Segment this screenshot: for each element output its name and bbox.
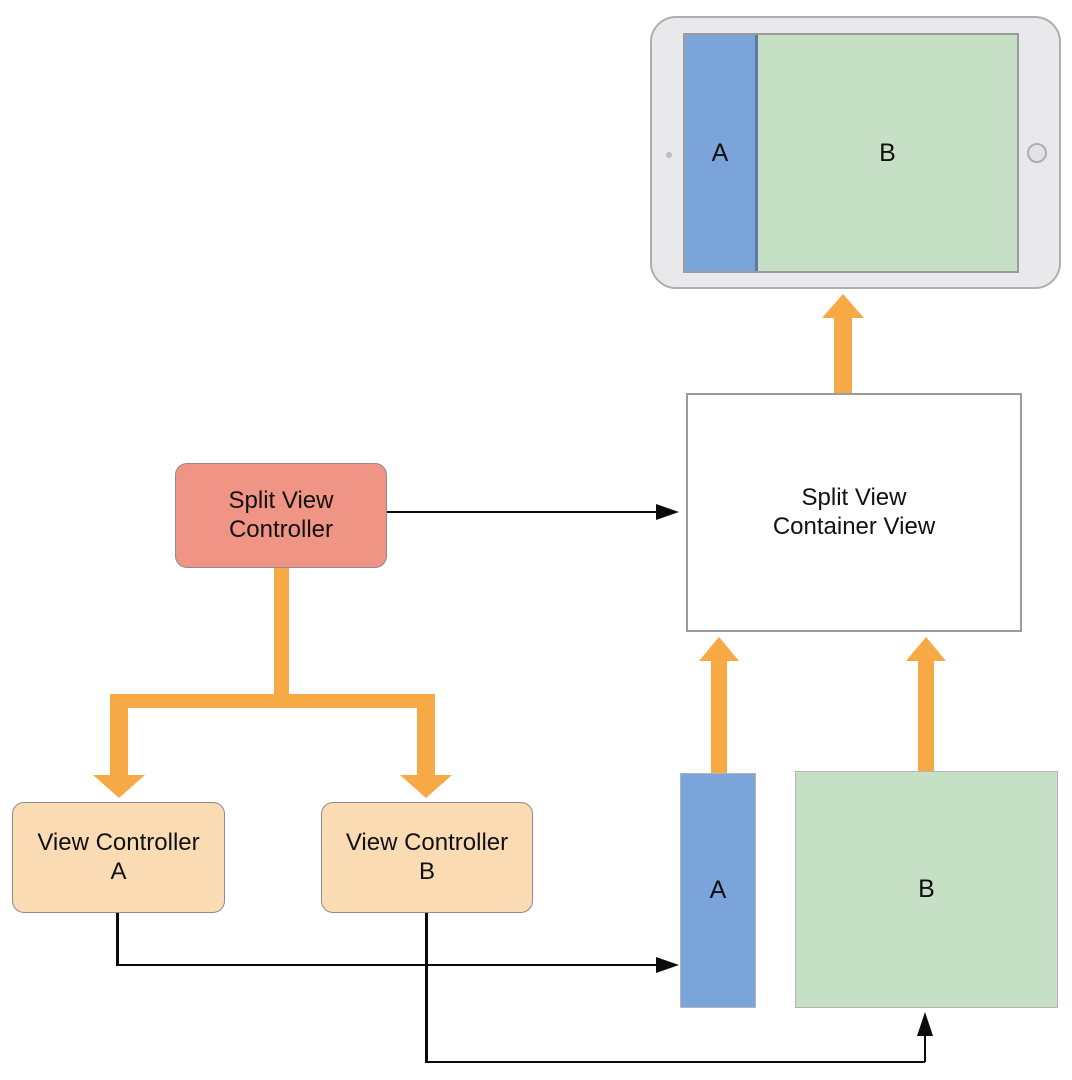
connector-line	[425, 1060, 925, 1063]
label-line: Container View	[772, 512, 936, 540]
view-controller-b-label: View Controller B	[321, 802, 533, 913]
front-camera-icon	[666, 152, 672, 158]
label-line: Split View	[228, 487, 334, 514]
label-line: View Controller	[345, 829, 509, 856]
connector-line	[116, 913, 119, 965]
label-line: Split View	[801, 484, 907, 511]
arrow-up-head-icon	[699, 637, 739, 661]
ipad-content-label: B	[879, 138, 896, 167]
arrowhead-right-icon	[656, 957, 679, 973]
arrowhead-up-icon	[916, 1012, 933, 1036]
ipad-content-pane: B	[758, 35, 1017, 271]
ipad-sidebar-pane: A	[685, 35, 758, 271]
label-line: View Controller	[37, 829, 200, 856]
home-button-icon	[1027, 143, 1047, 163]
view-b-label: B	[918, 875, 935, 903]
view-b-rect	[795, 771, 1058, 1008]
arrow-down-head-icon	[93, 775, 145, 798]
arrow-shaft	[274, 568, 289, 694]
view-controller-a-label: View Controller A	[12, 802, 225, 913]
arrowhead-right-icon	[656, 503, 679, 520]
view-a-rect	[680, 773, 756, 1008]
label-line: B	[418, 857, 435, 885]
split-view-container-view-label: Split View Container View	[686, 393, 1022, 632]
label-line: A	[110, 857, 127, 885]
arrow-shaft	[711, 660, 727, 773]
arrow-up-head-icon	[822, 294, 864, 318]
ipad-screen: A B	[683, 33, 1019, 273]
arrow-crossbar	[110, 694, 435, 708]
connector-line	[116, 963, 657, 966]
arrow-shaft	[417, 708, 435, 776]
split-view-controller-box	[175, 463, 387, 568]
arrow-shaft	[110, 708, 128, 776]
arrow-up-head-icon	[906, 637, 946, 661]
arrow-down-head-icon	[400, 775, 452, 798]
view-controller-b-box	[321, 802, 533, 913]
connector-line	[923, 1035, 926, 1062]
connector-line	[387, 510, 657, 513]
arrow-shaft	[834, 317, 852, 393]
view-controller-a-box	[12, 802, 225, 913]
split-view-container-view-box	[686, 393, 1022, 632]
arrow-shaft	[918, 660, 934, 772]
split-view-controller-label: Split View Controller	[175, 463, 387, 568]
view-a-label: A	[709, 876, 727, 904]
ipad-sidebar-label: A	[711, 138, 729, 167]
label-line: Controller	[228, 515, 334, 543]
connector-line	[425, 913, 428, 1063]
